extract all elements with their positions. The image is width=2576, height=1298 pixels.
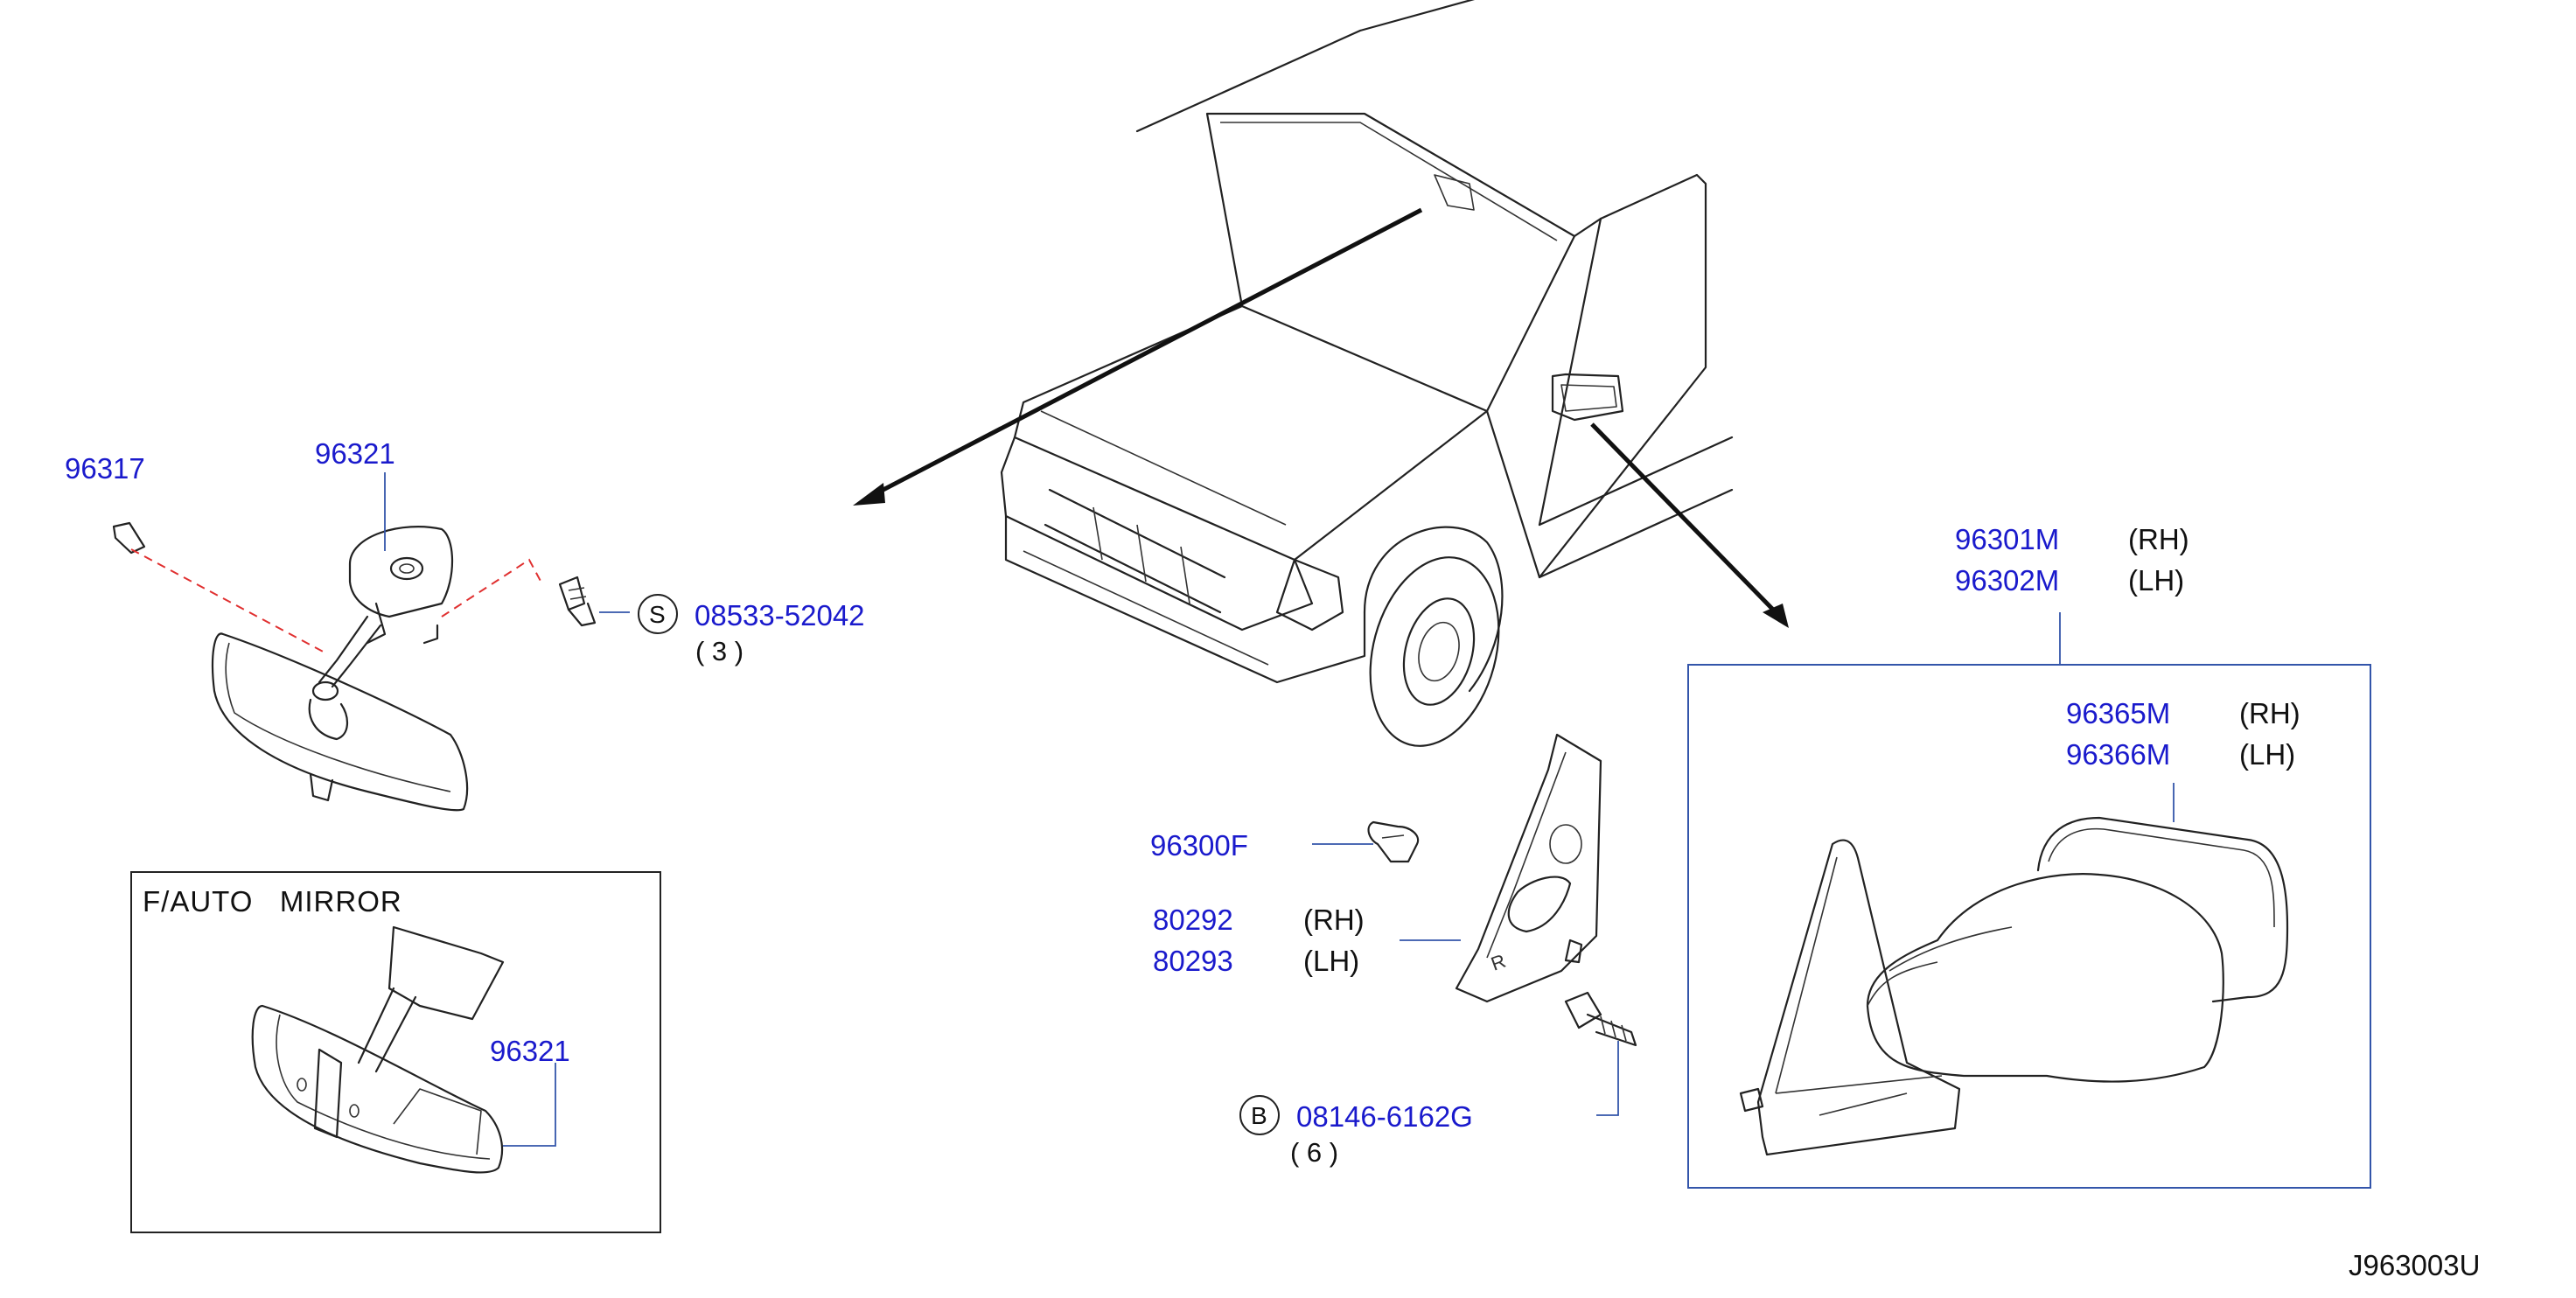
bolt-quantity: ( 6 ) — [1290, 1137, 1338, 1168]
interior-mirror-assembly — [112, 521, 597, 812]
part-96365m-side: (RH) — [2239, 697, 2300, 729]
auto-mirror-title: F/AUTO MIRROR — [143, 885, 402, 918]
part-96365m: 96365M — [2066, 697, 2170, 729]
part-80292-side: (RH) — [1303, 904, 1365, 936]
arrow-to-door-mirror — [1590, 422, 1789, 628]
part-96301m: 96301M — [1955, 523, 2059, 555]
part-96302m-side: (LH) — [2128, 564, 2184, 597]
part-80293: 80293 — [1153, 945, 1233, 977]
part-08146-6162g: 08146-6162G — [1296, 1100, 1473, 1133]
corner-finisher-illustration: R — [1455, 733, 1602, 1003]
part-80292: 80292 — [1153, 904, 1233, 936]
arrow-to-interior-mirror — [853, 207, 1423, 506]
bolt-symbol: B — [1251, 1102, 1267, 1129]
part-96366m-side: (LH) — [2239, 738, 2295, 771]
clip-illustration — [1367, 820, 1420, 863]
auto-mirror-box — [130, 871, 661, 1233]
part-96300f: 96300F — [1150, 829, 1248, 862]
part-96321-auto: 96321 — [490, 1035, 570, 1067]
part-08533-52042: 08533-52042 — [695, 599, 865, 632]
mirror-cover-part — [112, 521, 146, 555]
diagram-code: J963003U — [2349, 1249, 2480, 1281]
screw-symbol-circle — [638, 594, 678, 634]
bolt-symbol-circle — [1239, 1095, 1280, 1135]
auto-mirror-illustration — [251, 925, 505, 1174]
door-mirror-box — [1687, 664, 2371, 1189]
part-96317: 96317 — [65, 452, 145, 485]
part-96302m: 96302M — [1955, 564, 2059, 597]
part-96321: 96321 — [315, 437, 395, 470]
part-96301m-side: (RH) — [2128, 523, 2189, 555]
part-80293-side: (LH) — [1303, 945, 1359, 977]
svg-text:R: R — [1488, 950, 1508, 975]
screw-quantity: ( 3 ) — [695, 636, 743, 666]
screw-symbol: S — [649, 601, 666, 628]
bolt-illustration — [1564, 991, 1637, 1047]
part-96366m: 96366M — [2066, 738, 2170, 771]
door-mirror-illustration — [1739, 816, 2289, 1156]
vehicle-illustration — [1000, 0, 1734, 747]
